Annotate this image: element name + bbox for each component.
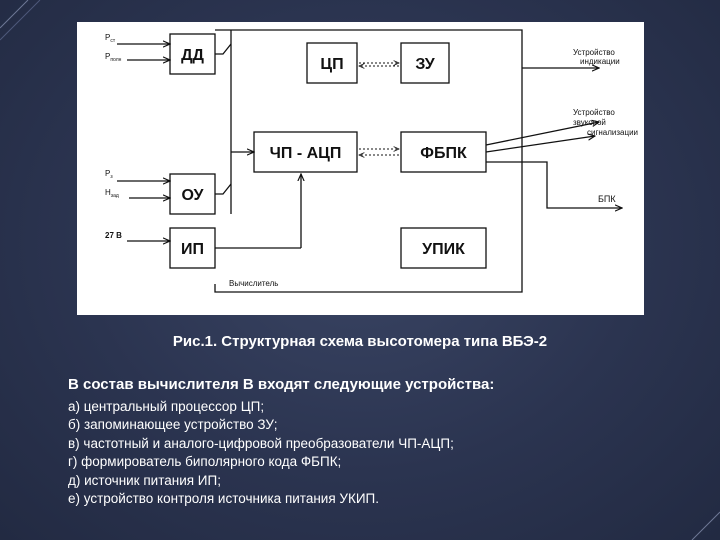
list-item: в) частотный и аналого-цифровой преобраз… (68, 435, 454, 451)
block-zu (400, 42, 450, 84)
input-p-poln: Pполн (105, 52, 122, 63)
input-power: 27 В (105, 231, 122, 240)
output-sound-line3: сигнализации (587, 128, 638, 137)
input-p-st: Pст (105, 33, 116, 44)
block-dd (169, 33, 216, 75)
figure-caption: Рис.1. Структурная схема высотомера типа… (172, 333, 548, 350)
block-upik-label: УПИК (422, 241, 465, 258)
block-upik (400, 227, 487, 269)
list-item: г) формирователь биполярного кода ФБПК; (68, 454, 342, 470)
list-item: е) устройство контроля источника питания… (68, 491, 379, 507)
intro-text: В состав вычислителя В входят следующие … (68, 376, 495, 393)
block-chp-acp-label: ЧП - АЦП (270, 145, 342, 162)
block-dd-label: ДД (181, 47, 204, 64)
block-ip-label: ИП (181, 241, 204, 258)
input-h-zad: Hзад (105, 188, 119, 199)
output-indication-line1: Устройство (573, 48, 615, 57)
block-diagram-panel: ДД ЦП ЗУ ЧП - АЦП ФБПК ОУ ИП УПИК Pст Pп… (77, 22, 644, 315)
block-ou-label: ОУ (182, 187, 205, 204)
output-sound-line2: звуковой (573, 118, 606, 127)
device-list: а) центральный процессор ЦП; б) запомина… (68, 398, 454, 508)
block-cp-label: ЦП (320, 56, 343, 73)
list-item: а) центральный процессор ЦП; (68, 399, 265, 414)
output-indication-line2: индикации (580, 57, 620, 66)
block-zu-label: ЗУ (415, 56, 435, 73)
input-p-z: Pз (105, 169, 113, 180)
block-fbpk-label: ФБПК (420, 145, 467, 162)
block-ou (169, 173, 216, 215)
output-bpk: БПК (598, 194, 616, 204)
list-item: б) запоминающее устройство ЗУ; (68, 417, 278, 433)
block-diagram: ДД ЦП ЗУ ЧП - АЦП ФБПК ОУ ИП УПИК Pст Pп… (105, 29, 638, 293)
list-item: д) источник питания ИП; (68, 472, 221, 488)
block-cp (306, 42, 358, 84)
output-sound-line1: Устройство (573, 108, 615, 117)
computer-boundary (214, 29, 523, 293)
computer-label: Вычислитель (229, 279, 278, 288)
